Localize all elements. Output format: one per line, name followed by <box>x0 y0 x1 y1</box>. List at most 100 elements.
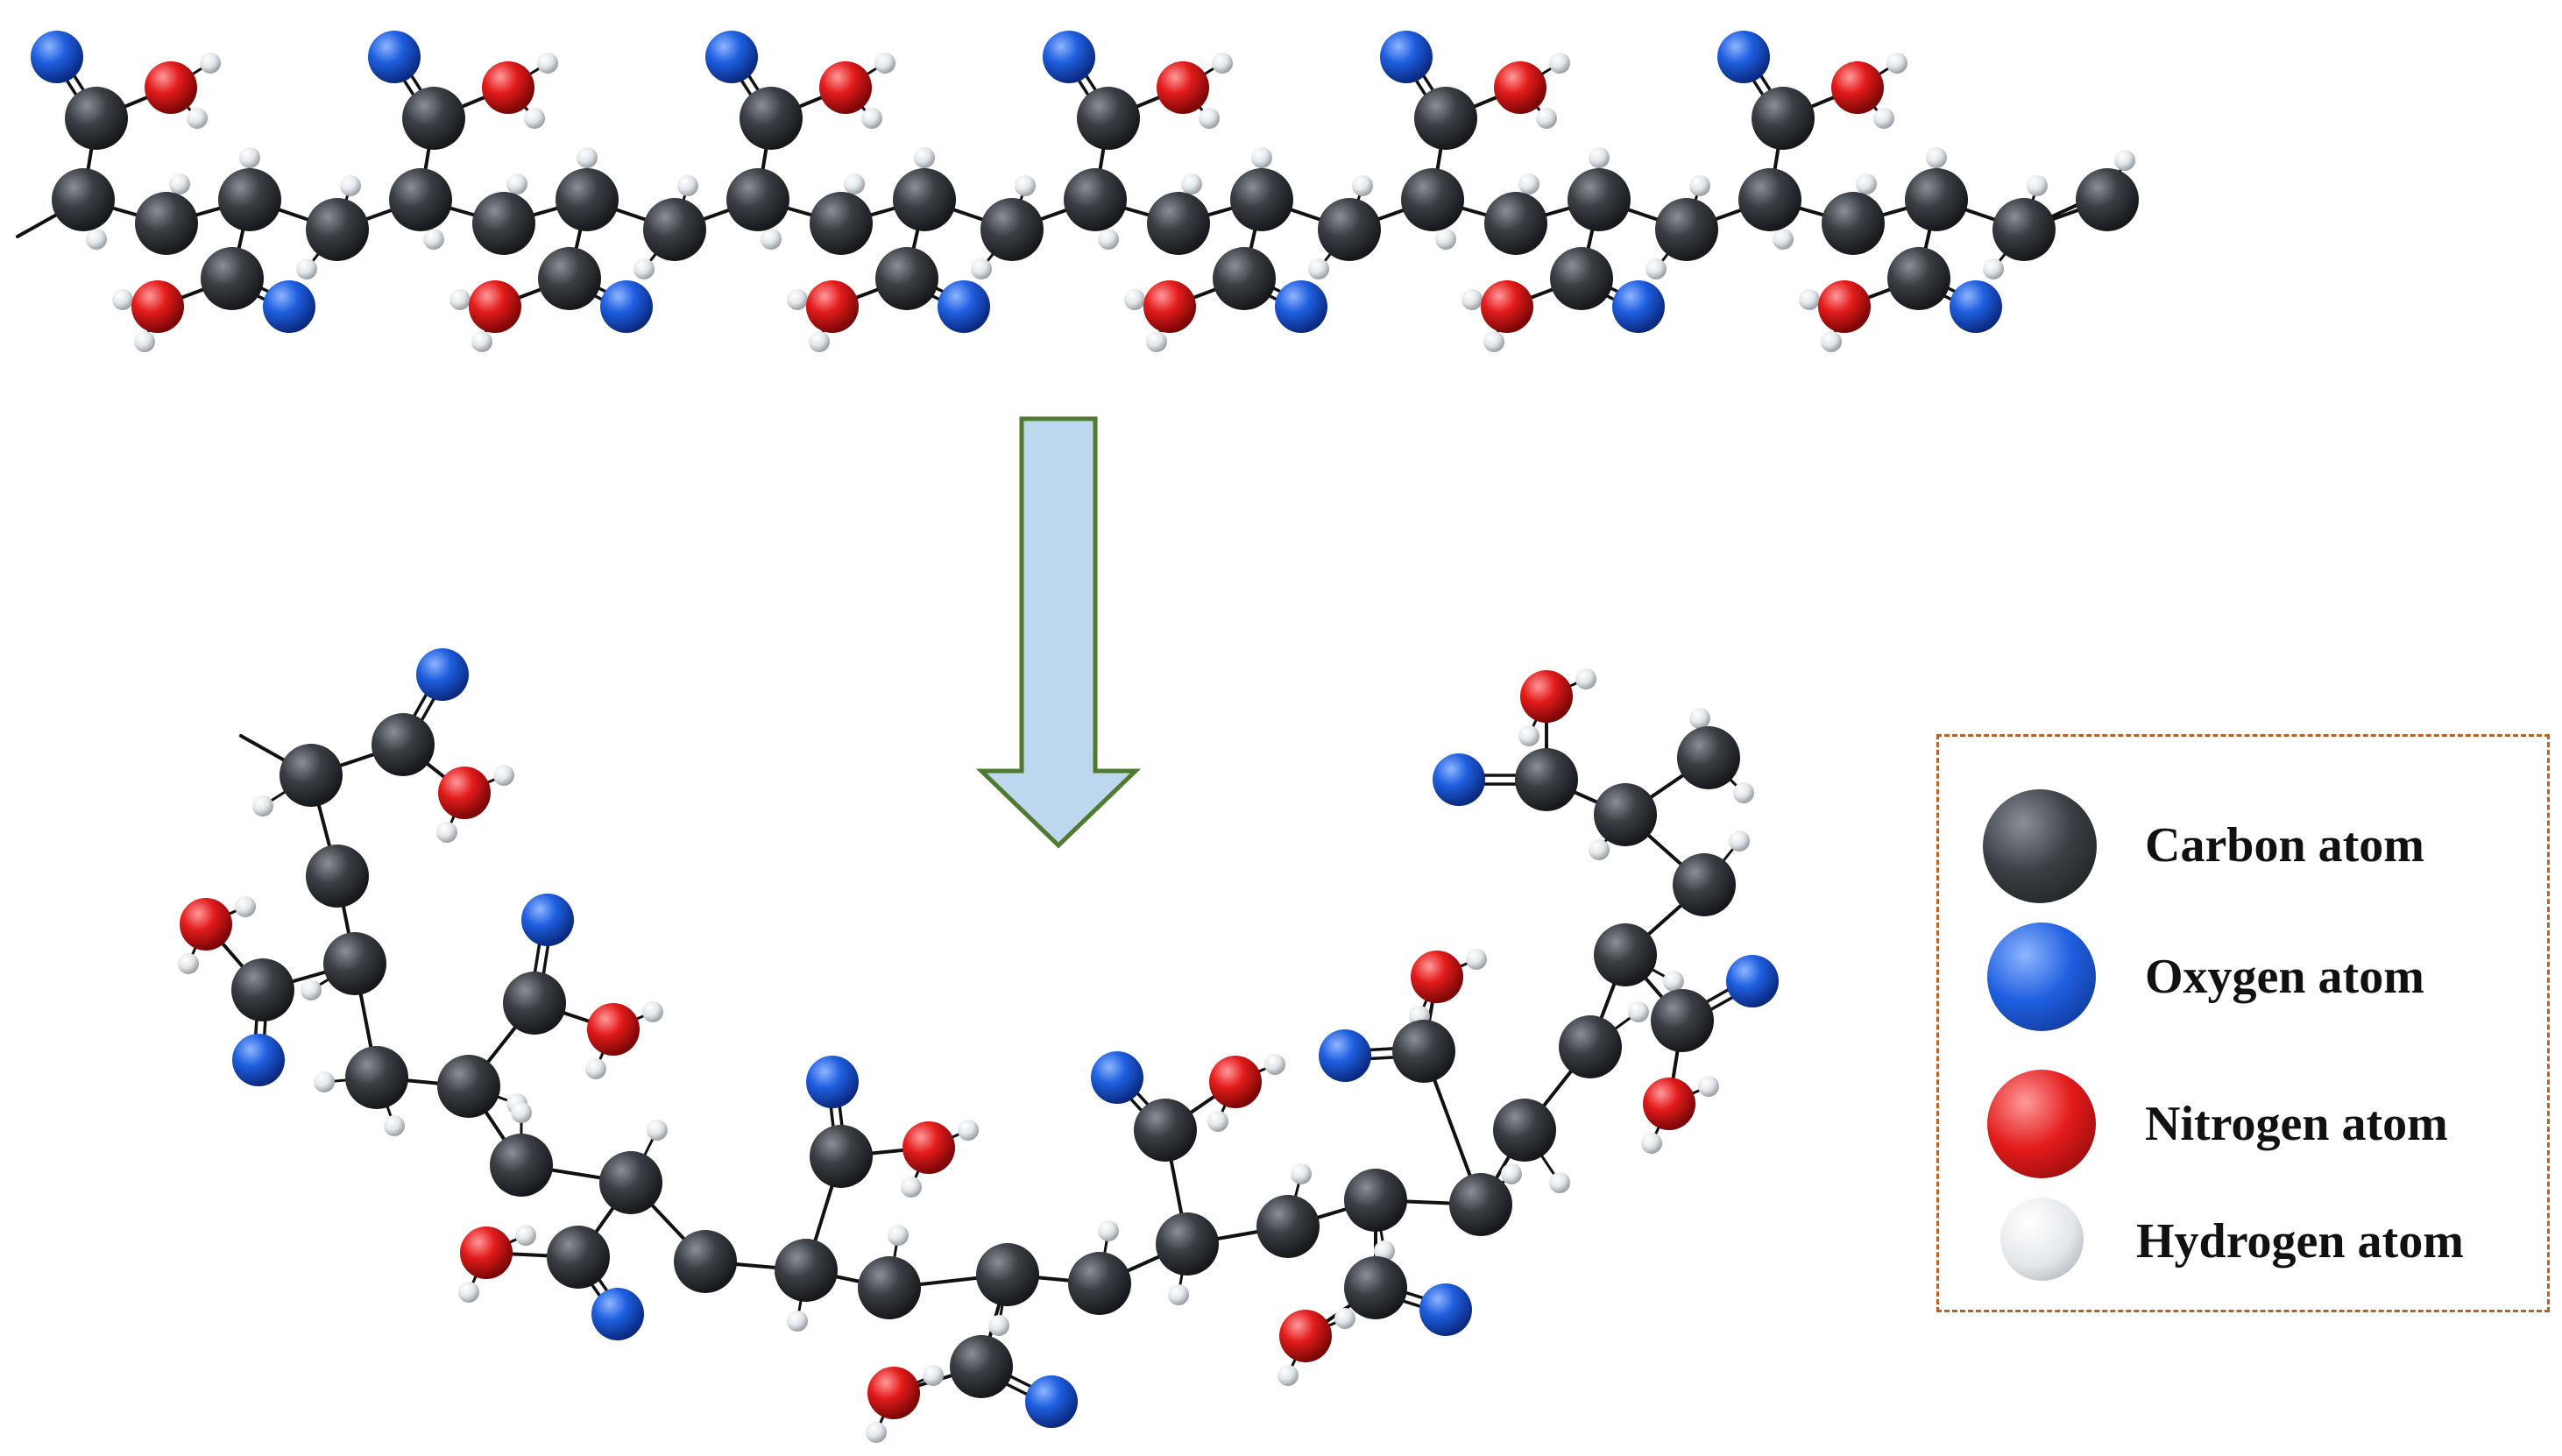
carbon-atom <box>201 247 264 310</box>
hydrogen-atom <box>1549 1172 1570 1193</box>
oxygen-atom <box>1433 753 1485 806</box>
hydrogen-atom <box>1212 53 1233 74</box>
oxygen-atom <box>1319 1029 1371 1082</box>
carbon-atom <box>1449 1173 1512 1236</box>
hydrogen-atom <box>1663 971 1684 992</box>
nitrogen-atom <box>867 1367 920 1419</box>
hydrogen-atom <box>914 147 935 168</box>
hydrogen-atom <box>2027 175 2048 196</box>
oxygen-atom-swatch <box>1987 922 2096 1031</box>
hydrogen-atom <box>844 173 865 194</box>
hydrogen-atom <box>169 173 190 194</box>
carbon-atom <box>643 198 706 261</box>
carbon-atom <box>950 1335 1013 1398</box>
hydrogen-atom <box>1374 1240 1395 1262</box>
carbon-atom <box>1594 923 1657 986</box>
carbon-atom <box>775 1239 838 1302</box>
hydrogen-atom <box>296 258 317 279</box>
hydrogen-atom <box>1698 1076 1719 1097</box>
hydrogen-atom <box>1518 725 1539 746</box>
carbon-atom <box>980 198 1044 261</box>
hydrogen-atom <box>901 1177 922 1198</box>
hydrogen-atom <box>423 229 444 250</box>
carbon-atom <box>1822 192 1885 255</box>
nitrogen-atom <box>806 280 859 333</box>
oxygen-atom <box>1043 31 1095 83</box>
hydrogen-atom <box>1264 1054 1285 1075</box>
carbon-atom <box>490 1134 553 1197</box>
oxygen-atom <box>1612 280 1665 333</box>
oxygen-atom <box>263 280 315 333</box>
hydrogen-atom <box>874 53 895 74</box>
carbon-atom <box>547 1226 610 1289</box>
hydrogen-atom <box>1015 175 1036 196</box>
carbon-atom <box>893 168 956 231</box>
hydrogen-atom <box>1146 331 1167 352</box>
nitrogen-atom <box>902 1121 955 1174</box>
hydrogen-atom <box>1501 1163 1522 1184</box>
hydrogen-atom <box>2114 150 2135 171</box>
legend-label-hydrogen: Hydrogen atom <box>2136 1214 2464 1269</box>
carbon-atom <box>1318 198 1381 261</box>
nitrogen-atom <box>1157 61 1209 114</box>
carbon-atom <box>1147 192 1210 255</box>
hydrogen-atom <box>958 1120 979 1141</box>
hydrogen-atom <box>1645 258 1667 279</box>
hydrogen-atom <box>1308 258 1329 279</box>
transformation-arrow-down <box>975 416 1142 849</box>
carbon-atom <box>674 1230 737 1293</box>
oxygen-atom <box>521 894 574 946</box>
hydrogen-atom <box>1352 175 1373 196</box>
hydrogen-atom <box>1098 229 1119 250</box>
carbon-atom <box>1887 247 1950 310</box>
oxygen-atom <box>600 280 653 333</box>
carbon-atom <box>1213 247 1276 310</box>
oxygen-atom <box>1717 31 1770 83</box>
hydrogen-atom <box>787 289 808 310</box>
hydrogen-atom <box>1575 668 1596 689</box>
carbon-atom <box>726 168 789 231</box>
hydrogen-atom <box>761 229 782 250</box>
hydrogen-atom <box>585 1058 606 1079</box>
hydrogen-atom <box>515 1225 536 1246</box>
hydrogen-atom <box>1733 782 1754 803</box>
carbon-atom <box>1655 198 1718 261</box>
hydrogen-atom <box>187 108 208 129</box>
carbon-atom <box>472 192 535 255</box>
carbon-atom <box>1673 853 1736 916</box>
hydrogen-atom <box>384 1115 405 1136</box>
carbon-atom <box>306 198 369 261</box>
carbon-atom <box>1677 726 1740 789</box>
bottom-molecule-atoms <box>178 648 1779 1443</box>
hydrogen-atom <box>1886 53 1907 74</box>
oxygen-atom <box>806 1056 859 1108</box>
hydrogen-atom <box>506 173 527 194</box>
oxygen-atom <box>1380 31 1433 83</box>
hydrogen-atom <box>252 795 273 816</box>
carbon-atom <box>810 1125 873 1188</box>
carbon-atom <box>1256 1195 1320 1258</box>
carbon-atom <box>858 1256 921 1319</box>
nitrogen-atom <box>819 61 872 114</box>
hydrogen-atom <box>1536 108 1557 129</box>
carbon-atom <box>2076 168 2139 231</box>
hydrogen-atom <box>178 953 199 974</box>
hydrogen-atom <box>511 1102 532 1123</box>
carbon-atom <box>323 932 386 995</box>
carbon-atom <box>1515 748 1578 811</box>
hydrogen-atom <box>1983 258 2004 279</box>
carbon-atom <box>1559 1015 1622 1078</box>
hydrogen-atom <box>1729 830 1750 852</box>
oxygen-atom <box>1419 1283 1472 1336</box>
hydrogen-atom <box>861 108 882 129</box>
nitrogen-atom <box>1818 280 1871 333</box>
top-molecule-linear <box>16 31 2139 352</box>
carbon-atom <box>1752 87 1815 150</box>
hydrogen-atom <box>1549 53 1570 74</box>
carbon-atom <box>1344 1256 1407 1319</box>
hydrogen-atom <box>458 1282 479 1303</box>
carbon-atom <box>1392 1020 1455 1083</box>
hydrogen-atom <box>493 765 514 786</box>
hydrogen-atom <box>449 289 471 310</box>
